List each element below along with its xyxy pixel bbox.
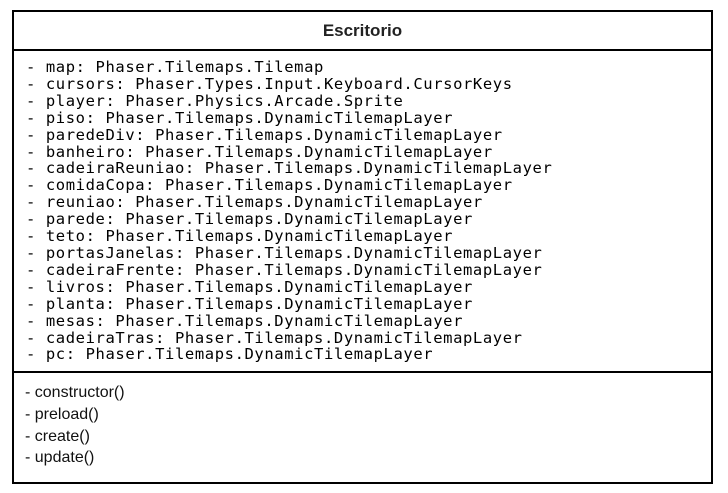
class-header: Escritorio [14,12,711,51]
attribute-mesas: - mesas: Phaser.Tilemaps.DynamicTilemapL… [26,311,463,330]
attribute-pc: - pc: Phaser.Tilemaps.DynamicTilemapLaye… [26,345,434,364]
method-create: - create() [25,427,90,445]
attribute-teto: - teto: Phaser.Tilemaps.DynamicTilemapLa… [26,227,454,246]
attribute-reuniao: - reuniao: Phaser.Tilemaps.DynamicTilema… [26,193,483,212]
attribute-cadeiraFrente: - cadeiraFrente: Phaser.Tilemaps.Dynamic… [26,260,543,279]
attribute-planta: - planta: Phaser.Tilemaps.DynamicTilemap… [26,294,473,313]
attribute-comidaCopa: - comidaCopa: Phaser.Tilemaps.DynamicTil… [26,176,513,195]
class-name: Escritorio [322,20,403,40]
attribute-banheiro: - banheiro: Phaser.Tilemaps.DynamicTilem… [26,142,493,161]
attribute-paredeDiv: - paredeDiv: Phaser.Tilemaps.DynamicTile… [26,125,503,144]
attribute-cursors: - cursors: Phaser.Types.Input.Keyboard.C… [26,74,513,93]
methods-compartment: - constructor() - preload() - create() -… [14,373,711,469]
attribute-parede: - parede: Phaser.Tilemaps.DynamicTilemap… [26,210,473,229]
attribute-cadeiraTras: - cadeiraTras: Phaser.Tilemaps.DynamicTi… [26,328,523,347]
method-constructor: - constructor() [25,384,125,401]
method-update: - update() [25,449,95,467]
attribute-livros: - livros: Phaser.Tilemaps.DynamicTilemap… [26,277,473,296]
attribute-piso: - piso: Phaser.Tilemaps.DynamicTilemapLa… [26,108,454,127]
attribute-portasJanelas: - portasJanelas: Phaser.Tilemaps.Dynamic… [26,243,543,262]
uml-class-box: Escritorio - map: Phaser.Tilemaps.Tilema… [12,10,713,484]
attributes-compartment: - map: Phaser.Tilemaps.Tilemap - cursors… [14,51,711,373]
method-preload: - preload() [25,405,99,423]
attribute-cadeiraReuniao: - cadeiraReuniao: Phaser.Tilemaps.Dynami… [26,159,553,178]
attribute-player: - player: Phaser.Physics.Arcade.Sprite [26,91,404,110]
attribute-map: - map: Phaser.Tilemaps.Tilemap [26,58,324,76]
